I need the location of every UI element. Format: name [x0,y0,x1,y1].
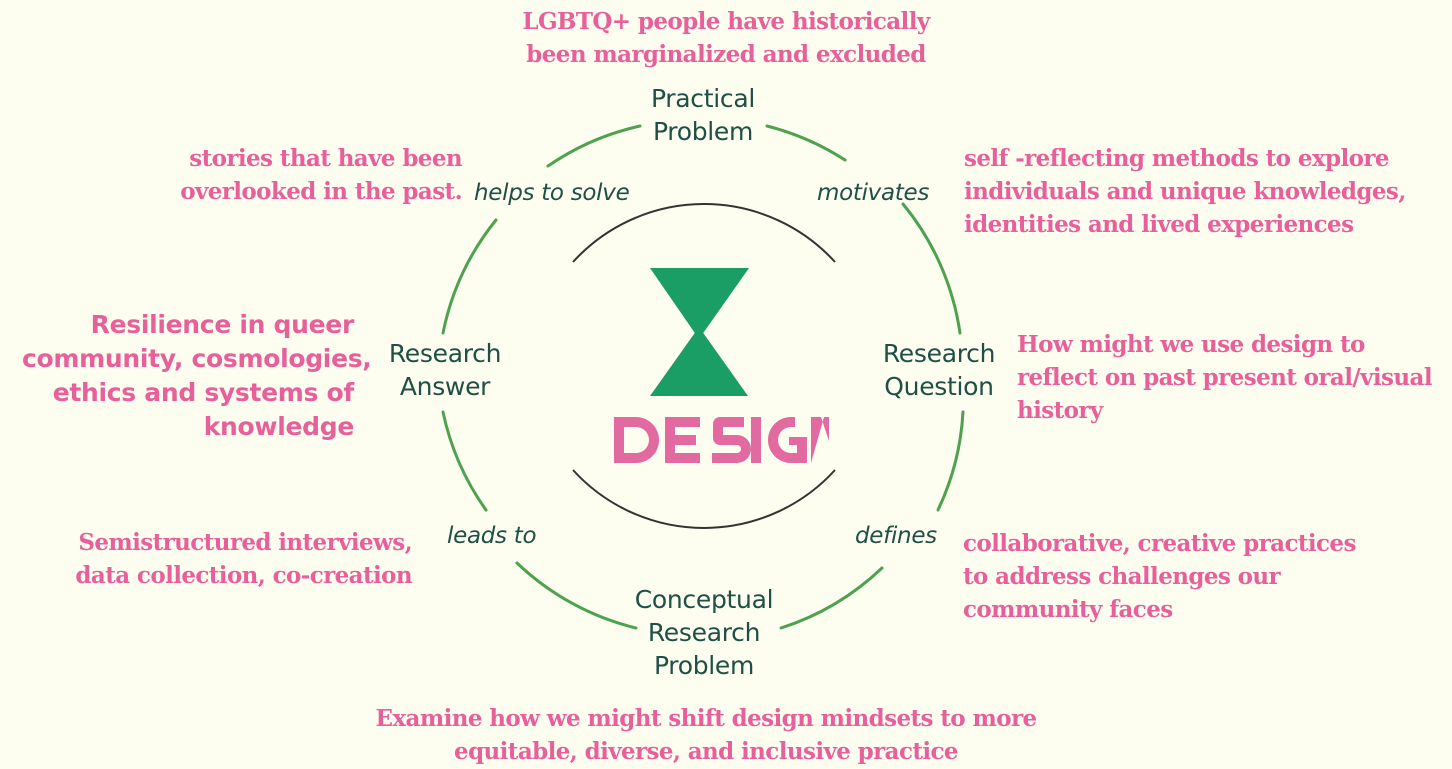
node-research-question: Research Question [868,337,1010,403]
note-line: individuals and unique knowledges, [964,178,1406,205]
note-line: LGBTQ+ people have historically [522,8,930,35]
node-line: Research [388,339,502,368]
note-line: stories that have been [189,145,462,172]
node-line: Answer [399,372,491,401]
note-right: How might we use design to reflect on pa… [1017,328,1433,427]
note-line: community faces [963,596,1173,623]
note-line: knowledge [203,412,355,441]
inner-arc-bottom [572,469,836,529]
note-line: Examine how we might shift design mindse… [375,705,1038,732]
note-line: been marginalized and excluded [526,41,926,68]
arc-practical-to-motivates [765,124,847,162]
arc-motivates-to-question [901,202,962,335]
arc-leadsto-to-answer [441,410,488,512]
note-line: history [1017,397,1103,424]
node-line: Problem [653,651,755,680]
arc-answer-to-helps [441,218,498,335]
arc-question-to-defines [936,410,965,512]
note-upper-right: self -reflecting methods to explore indi… [964,142,1406,241]
node-line: Research [647,618,761,647]
arc-conceptual-to-leadsto [515,561,638,630]
note-line: overlooked in the past. [180,178,462,205]
inner-arc-top [572,203,836,263]
note-line: ethics and systems of [52,378,355,407]
note-line: Semistructured interviews, [78,529,412,556]
node-line: Research [882,339,996,368]
design-wordmark [614,417,829,463]
note-lower-left: Semistructured interviews, data collecti… [72,526,412,592]
note-left: Resilience in queer community, cosmologi… [22,308,372,444]
node-line: Problem [652,117,754,146]
arc-helps-to-practical [546,124,642,168]
note-line: data collection, co-creation [75,562,412,589]
cycle-arcs [441,124,965,630]
note-line: collaborative, creative practices [963,530,1356,557]
note-line: Resilience in queer [90,310,355,339]
note-upper-left: stories that have been overlooked in the… [160,142,462,208]
note-line: self -reflecting methods to explore [964,145,1389,172]
note-line: community, cosmologies, [22,344,372,373]
note-line: How might we use design to [1017,331,1365,358]
note-bottom: Examine how we might shift design mindse… [326,702,1086,768]
hourglass-icon [650,268,749,396]
note-line: identities and lived experiences [964,211,1354,238]
node-line: Conceptual [634,585,774,614]
node-line: Question [884,372,994,401]
node-research-answer: Research Answer [375,337,515,403]
edge-label-defines: defines [855,523,937,549]
note-top: LGBTQ+ people have historically been mar… [426,5,1026,71]
edge-label-motivates: motivates [817,180,930,206]
arc-defines-to-conceptual [779,566,884,630]
inner-arcs [572,203,836,529]
node-conceptual-research-problem: Conceptual Research Problem [615,583,793,682]
note-lower-right: collaborative, creative practices to add… [963,527,1356,626]
edge-label-helps-to-solve: helps to solve [474,180,630,206]
edge-label-leads-to: leads to [447,523,537,549]
node-line: Practical [650,84,756,113]
note-line: to address challenges our [963,563,1281,590]
note-line: equitable, diverse, and inclusive practi… [454,738,959,765]
note-line: reflect on past present oral/visual [1017,364,1433,391]
node-practical-problem: Practical Problem [625,82,781,148]
